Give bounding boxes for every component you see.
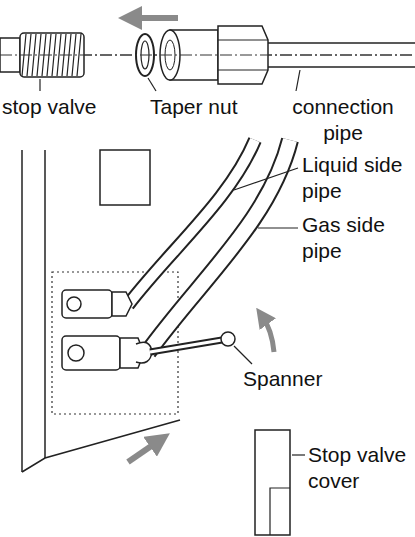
part-label: Gas side pipe bbox=[302, 212, 412, 264]
tool-label: Spanner bbox=[243, 366, 322, 392]
part-label: stop valve bbox=[2, 94, 97, 120]
part-label: Stop valve cover bbox=[308, 442, 412, 494]
part-label: Liquid side pipe bbox=[302, 152, 412, 204]
part-label: connection pipe bbox=[276, 94, 410, 146]
part-label: Taper nut bbox=[150, 94, 238, 120]
